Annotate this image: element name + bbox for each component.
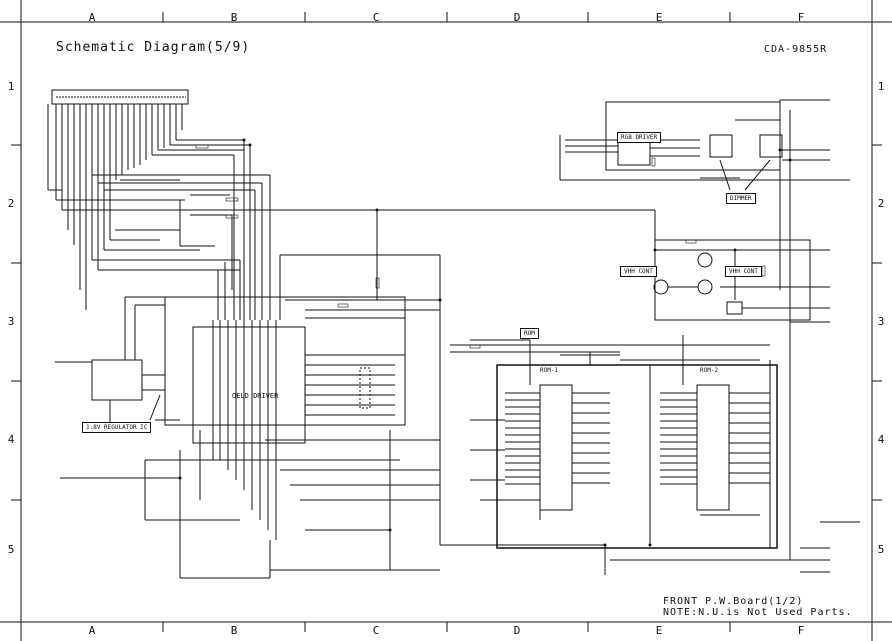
vhh-cont-label-2: VHH CONT bbox=[725, 266, 762, 277]
rom-2-label: ROM-2 bbox=[700, 367, 719, 374]
row-1-left: 1 bbox=[7, 80, 15, 93]
row-4-left: 4 bbox=[7, 433, 15, 446]
col-a-bottom: A bbox=[88, 624, 96, 637]
row-1-right: 1 bbox=[877, 80, 885, 93]
page-title: Schematic Diagram(5/9) bbox=[56, 40, 251, 55]
row-2-left: 2 bbox=[7, 197, 15, 210]
col-f-bottom: F bbox=[797, 624, 805, 637]
board-name: FRONT P.W.Board(1/2) bbox=[663, 596, 804, 607]
row-3-right: 3 bbox=[877, 315, 885, 328]
border-frame bbox=[20, 21, 873, 623]
rom-1-label: ROM-1 bbox=[540, 367, 559, 374]
rgb-driver-label: RGB DRIVER bbox=[617, 132, 662, 143]
col-b-top: B bbox=[230, 11, 238, 24]
rom-section bbox=[450, 335, 800, 561]
row-5-right: 5 bbox=[877, 543, 885, 556]
row-5-left: 5 bbox=[7, 543, 15, 556]
connector-cn-bus bbox=[47, 89, 250, 310]
rom-1-pins bbox=[505, 392, 610, 485]
regulator-circuit bbox=[55, 359, 180, 425]
col-d-top: D bbox=[513, 11, 521, 24]
grid-ticks bbox=[11, 12, 882, 632]
col-c-top: C bbox=[372, 11, 380, 24]
col-b-bottom: B bbox=[230, 624, 238, 637]
row-2-right: 2 bbox=[877, 197, 885, 210]
row-3-left: 3 bbox=[7, 315, 15, 328]
col-d-bottom: D bbox=[513, 624, 521, 637]
col-a-top: A bbox=[88, 11, 96, 24]
rom-2-pins bbox=[660, 392, 770, 485]
row-4-right: 4 bbox=[877, 433, 885, 446]
vhh-cont-label-1: VHH CONT bbox=[620, 266, 657, 277]
col-e-bottom: E bbox=[655, 624, 663, 637]
col-e-top: E bbox=[655, 11, 663, 24]
col-c-bottom: C bbox=[372, 624, 380, 637]
model-number: CDA-9855R bbox=[764, 44, 828, 55]
rgb-driver-circuit bbox=[559, 99, 850, 560]
dimmer-label: DIMMER bbox=[726, 193, 756, 204]
vhh-cont-circuit bbox=[653, 239, 830, 323]
rom-label: ROM bbox=[520, 328, 539, 339]
oeld-driver-ic bbox=[124, 296, 440, 540]
col-f-top: F bbox=[797, 11, 805, 24]
oeld-driver-label: OELD DRIVER bbox=[232, 392, 279, 400]
footer-note: NOTE:N.U.is Not Used Parts. bbox=[663, 607, 853, 618]
regulator-label: 1.8V REGULATOR IC bbox=[82, 422, 152, 433]
